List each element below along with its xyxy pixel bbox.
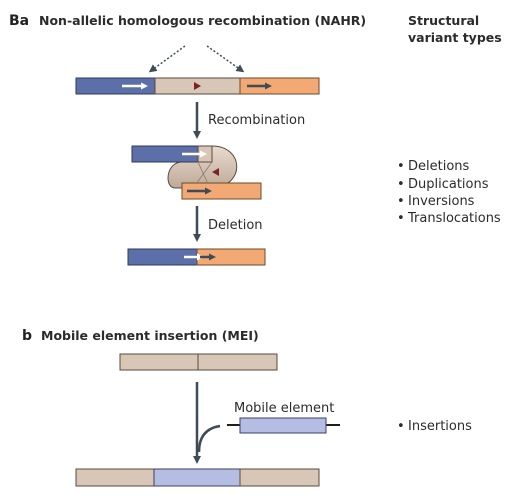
original-segment — [75, 77, 320, 95]
mobile-element-label: Mobile element — [234, 401, 334, 416]
loop-orange-segment — [181, 182, 262, 200]
panel-b-letter: b — [22, 328, 32, 344]
panel-a-variant-list: • Deletions • Duplications • Inversions … — [397, 159, 501, 226]
loop-red-marker-icon — [212, 168, 219, 176]
insertion-join-curve — [197, 424, 221, 453]
dotted-arrow-right — [206, 45, 245, 73]
orange-segment — [239, 77, 320, 95]
sv-types-heading-line2: variant types — [408, 30, 502, 45]
variant-item: Insertions — [408, 419, 472, 434]
mobile-element — [227, 417, 340, 434]
panel-a-title: Non-allelic homologous recombination (NA… — [39, 13, 366, 28]
mei-original-segment — [119, 353, 278, 371]
recombination-label: Recombination — [208, 113, 305, 128]
bullet-icon: • — [397, 194, 405, 209]
recombination-loop — [131, 145, 262, 200]
red-marker-icon — [194, 82, 201, 90]
variant-item: Deletions — [408, 159, 470, 174]
tan-segment — [197, 353, 278, 371]
crossover-line — [197, 161, 209, 185]
variant-item: Duplications — [408, 177, 489, 192]
deletion-result-segment — [127, 248, 266, 266]
tan-segment — [239, 468, 320, 487]
tan-segment — [75, 468, 155, 487]
crossover-line — [195, 161, 213, 185]
dotted-arrow-left — [148, 45, 186, 73]
panel-a-letters: Ba — [9, 13, 29, 29]
inserted-element-segment — [153, 468, 241, 487]
panel-b-title: Mobile element insertion (MEI) — [41, 328, 259, 343]
mobile-element-box — [239, 417, 327, 434]
tan-segment — [119, 353, 199, 371]
variant-item: Translocations — [407, 211, 501, 226]
mei-result-segment — [75, 468, 320, 487]
bullet-icon: • — [397, 211, 405, 226]
variant-item: Inversions — [408, 194, 475, 209]
bullet-icon: • — [397, 159, 405, 174]
bullet-icon: • — [397, 419, 405, 434]
bullet-icon: • — [397, 177, 405, 192]
deletion-label: Deletion — [208, 218, 263, 233]
sv-types-heading-line1: Structural — [408, 13, 479, 28]
